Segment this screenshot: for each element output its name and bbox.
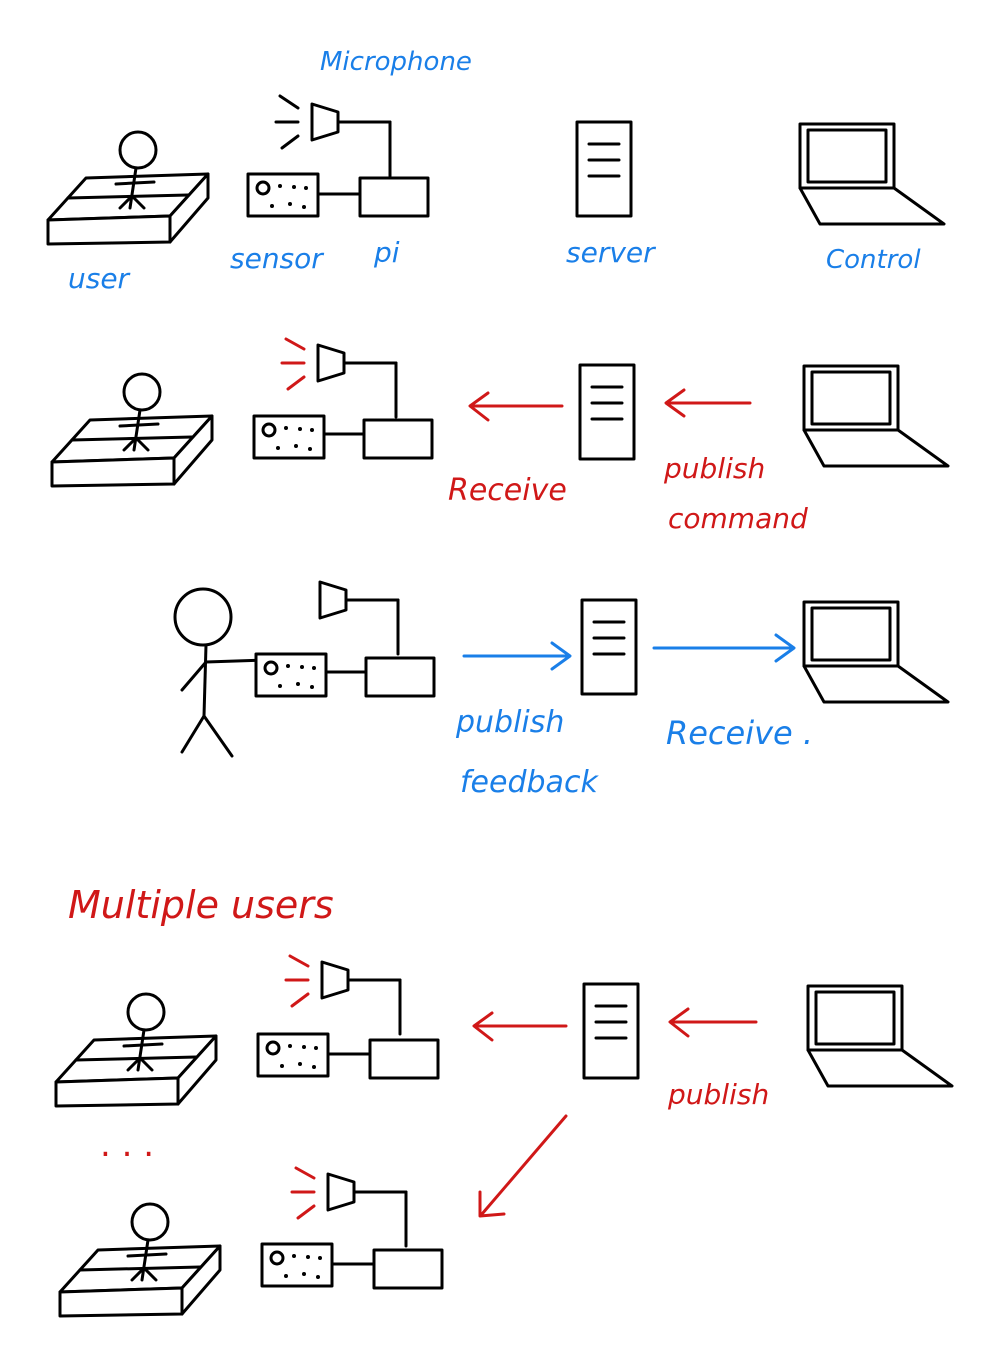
row-publish-command: Receive publish command [50, 337, 950, 535]
arrow-icon [668, 1007, 758, 1038]
laptop-icon [798, 122, 946, 226]
label-pi: pi [373, 236, 400, 269]
arrow-icon [652, 633, 796, 663]
laptop-icon [802, 600, 950, 704]
pi-box-icon [368, 1038, 440, 1080]
microphone-icon [320, 960, 402, 1036]
pi-box-icon [372, 1248, 444, 1290]
sensor-board-icon [252, 414, 326, 460]
label-publish: publish [455, 705, 564, 740]
label-user: user [68, 262, 131, 295]
label-sensor: sensor [230, 242, 324, 275]
microphone-icon [316, 343, 398, 419]
bed-user-icon [58, 1202, 222, 1318]
label-receive: Receive [448, 473, 567, 508]
microphone-icon [318, 580, 400, 656]
label-publish: publish [663, 452, 765, 485]
bed-user-icon [50, 372, 214, 488]
sound-waves-icon [274, 94, 300, 150]
microphone-icon [310, 102, 392, 178]
server-icon [575, 120, 633, 218]
microphone-icon [326, 1172, 408, 1248]
arrow-icon [664, 388, 752, 418]
row-components: user Microphone sensor pi server Control [46, 47, 946, 295]
label-multiple-users: Multiple users [68, 883, 334, 927]
sound-waves-icon [290, 1166, 316, 1220]
stick-figure-icon [173, 587, 270, 758]
sound-waves-icon [284, 954, 310, 1008]
server-icon [582, 982, 640, 1080]
server-icon [578, 363, 636, 461]
laptop-icon [802, 364, 950, 468]
pi-box-icon [364, 656, 436, 698]
sensor-board-icon [254, 652, 328, 698]
label-microphone: Microphone [320, 47, 472, 77]
pi-box-icon [362, 418, 434, 460]
arrow-icon [472, 1011, 568, 1042]
sensor-board-icon [246, 172, 320, 218]
sensor-board-icon [256, 1032, 330, 1078]
sensor-board-icon [260, 1242, 334, 1288]
label-receive: Receive . [666, 714, 813, 752]
label-command: command [668, 502, 808, 535]
bed-user-icon [46, 130, 210, 246]
laptop-icon [806, 984, 954, 1088]
label-publish: publish [667, 1078, 769, 1111]
pi-box-icon [358, 176, 430, 218]
bed-user-icon [54, 992, 218, 1108]
label-control: Control [826, 245, 921, 275]
label-server: server [566, 236, 656, 269]
arrow-icon [478, 1114, 568, 1218]
row-publish-feedback: publish feedback Receive . [173, 580, 950, 800]
label-ellipsis: . . . [100, 1125, 154, 1165]
arrow-icon [462, 641, 572, 671]
sound-waves-icon [280, 337, 306, 391]
arrow-icon [468, 391, 564, 422]
row-multiple-users: Multiple users . . . publish [54, 883, 954, 1318]
label-feedback: feedback [460, 765, 599, 800]
server-icon [580, 598, 638, 696]
